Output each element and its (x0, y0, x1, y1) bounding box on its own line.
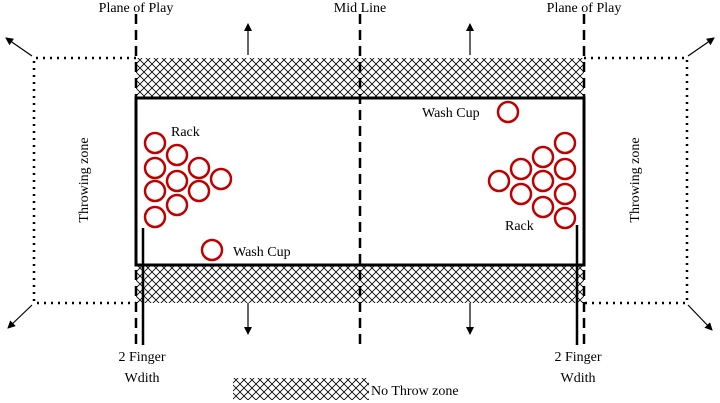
mid-line-label: Mid Line (334, 1, 387, 16)
two-finger-left-label-line1: 2 Finger (118, 350, 165, 365)
cup (187, 179, 211, 203)
cup (531, 145, 555, 169)
cup (553, 182, 577, 206)
wash-cup-right-label: Wash Cup (422, 106, 480, 121)
cup (553, 157, 577, 181)
plane-of-play-right-label: Plane of Play (547, 1, 622, 16)
arrow-corner-top-right (687, 37, 715, 57)
arrow-corner-top-left (5, 37, 33, 57)
cup (531, 195, 555, 219)
legend-no-throw-label: No Throw zone (371, 384, 459, 399)
two-finger-left-label-line2: Wdith (125, 371, 160, 386)
wash-cup-right (496, 100, 520, 124)
arrow-corner-bottom-left (7, 304, 33, 329)
cup (143, 179, 167, 203)
cup (209, 167, 233, 191)
cup (509, 182, 533, 206)
cup (509, 157, 533, 181)
arrow-corner-bottom-right (687, 304, 713, 331)
rack-right-label: Rack (505, 219, 534, 234)
rack-left (143, 131, 233, 229)
cup (165, 143, 189, 167)
two-finger-right-label-line2: Wdith (561, 371, 596, 386)
cup (487, 169, 511, 193)
cup (143, 131, 167, 155)
rack-left-label: Rack (171, 125, 200, 140)
cup (553, 131, 577, 155)
rack-right (487, 131, 577, 230)
cup (187, 156, 211, 180)
cup (165, 169, 189, 193)
wash-cup-left (200, 238, 224, 262)
throwing-zone-right-label: Throwing zone (628, 137, 643, 222)
wash-cup-left-label: Wash Cup (233, 245, 291, 260)
cup (553, 206, 577, 230)
cup (143, 156, 167, 180)
two-finger-right-label-line1: 2 Finger (554, 350, 601, 365)
plane-of-play-left-label: Plane of Play (99, 1, 174, 16)
legend-no-throw-swatch (233, 378, 369, 400)
cup (143, 205, 167, 229)
cup (531, 169, 555, 193)
throwing-zone-left-label: Throwing zone (77, 137, 92, 222)
cup (165, 193, 189, 217)
throwing-zone-left-box (32, 56, 136, 305)
throwing-zone-right-box (584, 56, 689, 305)
